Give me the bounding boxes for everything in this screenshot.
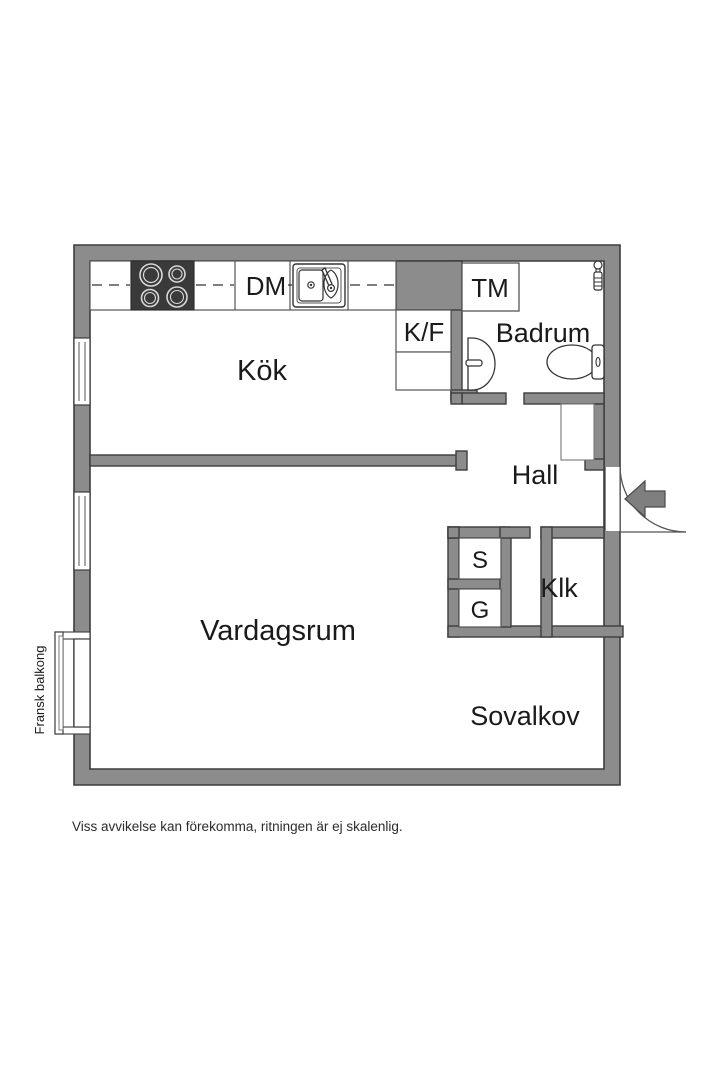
room-label-hall: Hall — [512, 460, 559, 490]
bathroom-sink-icon — [465, 337, 496, 391]
washing-machine-box — [461, 262, 520, 312]
kitchen-sink-icon — [292, 263, 346, 308]
bathroom-fixtures — [465, 260, 605, 391]
wall-badrum-hall-left — [461, 392, 507, 405]
kf-box-upper — [395, 309, 452, 353]
wall-stub-kok-vardagsrum — [455, 450, 468, 471]
appliance-label-dm: DM — [246, 271, 286, 301]
fridge-freezer-unit — [395, 309, 452, 391]
stove-cooktop-icon — [130, 260, 195, 311]
room-label-klk: Klk — [540, 573, 578, 603]
drawing-caption: Viss avvikelse kan förekomma, ritningen … — [72, 819, 403, 834]
room-label-sovalkov: Sovalkov — [470, 701, 580, 731]
room-label-kok: Kök — [237, 355, 287, 387]
appliance-label-s: S — [472, 547, 488, 574]
french-balcony-door — [54, 631, 91, 735]
toilet-icon — [546, 344, 605, 380]
wall-klk-corner — [447, 526, 460, 539]
closet-box-s — [458, 537, 502, 580]
window-livingroom — [73, 491, 91, 571]
appliance-label-tm: TM — [471, 273, 509, 303]
appliance-labels: DM K/F TM S G — [246, 271, 509, 624]
wall-kok-vardagsrum — [89, 454, 463, 467]
room-label-vardagsrum: Vardagsrum — [200, 615, 356, 647]
wall-hall-niche-stub — [584, 458, 605, 471]
appliance-label-g: G — [471, 597, 490, 624]
wall-badrum-hall — [523, 392, 605, 405]
shower-mixer-icon — [593, 260, 603, 291]
door-direction-arrow — [624, 479, 666, 519]
wall-structure — [73, 244, 624, 786]
kitchen-counter-run — [89, 260, 397, 311]
wall-hall-niche — [592, 403, 605, 467]
wall-klk-bottom — [447, 625, 624, 638]
wall-badrum-corner — [450, 392, 463, 405]
wall-klk-top — [499, 526, 531, 539]
wall-block-above-kf — [395, 260, 463, 311]
room-label-badrum: Badrum — [496, 318, 591, 348]
room-labels: Kök Vardagsrum Badrum Hall Klk Sovalkov — [200, 318, 590, 731]
hall-recess — [560, 403, 595, 461]
window-kitchen — [73, 337, 91, 406]
annotation-fransk-balkong: Fransk balkong — [32, 646, 47, 735]
wall-sg-klk-divider — [499, 536, 512, 628]
appliance-label-kf: K/F — [404, 317, 444, 347]
kf-box-lower — [395, 351, 452, 391]
closet-box-g — [458, 588, 502, 628]
wall-klk-right — [540, 526, 553, 638]
door-opening-gap — [605, 467, 620, 531]
